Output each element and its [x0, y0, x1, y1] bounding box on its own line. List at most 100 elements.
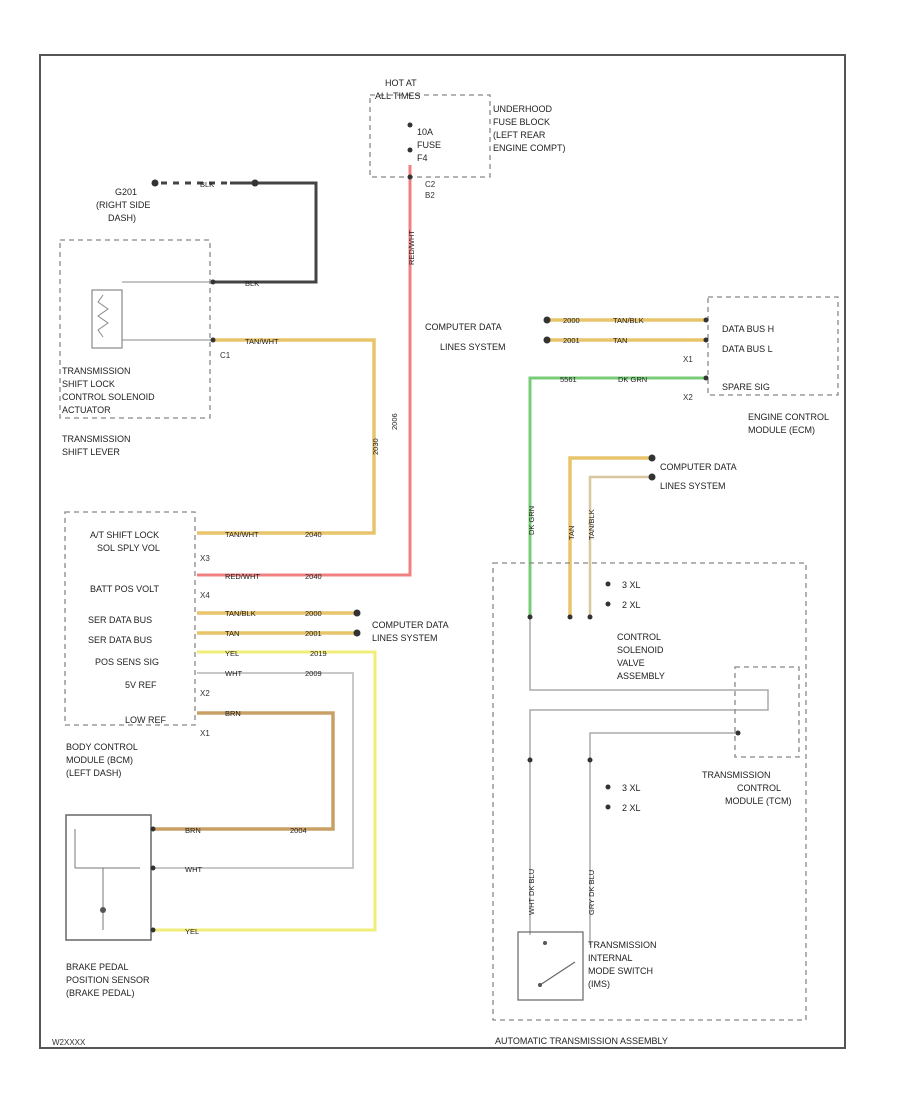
wire-tcm-data-1 — [568, 456, 652, 617]
bcm-pin-3: X3 — [200, 554, 210, 563]
wire-tcm-data-2 — [588, 475, 652, 617]
bcm-pin-8: POS SENS SIG — [95, 657, 159, 667]
brake-3: (BRAKE PEDAL) — [66, 988, 135, 998]
wire-labels: BLK BLK TAN/WHT TAN/WHT 2040 RED/WHT 204… — [185, 180, 647, 936]
wire-brn — [153, 711, 335, 831]
assembly-label: AUTOMATIC TRANSMISSION ASSEMBLY — [495, 1036, 668, 1046]
wire-tan-wht-shift-lock — [197, 338, 376, 535]
wl-tan-bcm: TAN — [225, 629, 239, 638]
bcm-pin-7: SER DATA BUS — [88, 635, 152, 645]
wl-wht-bcm: WHT — [225, 669, 242, 678]
wl-yel-brake: YEL — [185, 927, 199, 936]
tcm-1: TRANSMISSION — [702, 770, 771, 780]
bcm-label-1: BODY CONTROL — [66, 742, 138, 752]
fuse-rating-2: FUSE — [417, 140, 441, 150]
ecm-pin-3: X1 — [683, 355, 693, 364]
wl-gry-dk-blu-v: GRY DK BLU — [587, 870, 596, 915]
tcm-3: MODULE (TCM) — [725, 796, 792, 806]
wl-tan-ecm: TAN — [613, 336, 627, 345]
wl-2030-v: 2030 — [371, 438, 380, 455]
wl-5561: 5561 — [560, 375, 577, 384]
fuse-hot-2: ALL TIMES — [375, 91, 421, 101]
bcm-pin-5: X4 — [200, 591, 210, 600]
fuse-pin-a: C2 — [425, 180, 436, 189]
shift-lever-1: TRANSMISSION — [62, 434, 131, 444]
ims-switch-symbol — [538, 941, 576, 987]
cdl-tcm-2: LINES SYSTEM — [660, 481, 726, 491]
ground-labels: G201 (RIGHT SIDE DASH) — [96, 187, 150, 223]
wl-red-wht: RED/WHT — [225, 572, 260, 581]
valve-3: VALVE — [617, 658, 645, 668]
solenoid-2: SHIFT LOCK — [62, 379, 115, 389]
wire-wht — [153, 672, 354, 869]
ecm-pin-2: DATA BUS L — [722, 344, 773, 354]
ecm-label-1: ENGINE CONTROL — [748, 412, 829, 422]
wl-tan-blk-v: TAN/BLK — [587, 509, 596, 540]
cdl-bcm-2: LINES SYSTEM — [372, 633, 438, 643]
cdl-bcm-1: COMPUTER DATA — [372, 620, 449, 630]
bcm-pin-12: X1 — [200, 729, 210, 738]
ims-2: INTERNAL — [588, 953, 633, 963]
ground-1: G201 — [115, 187, 137, 197]
ecm-labels: DATA BUS H DATA BUS L X1 SPARE SIG X2 EN… — [683, 324, 829, 435]
brake-labels: BRAKE PEDAL POSITION SENSOR (BRAKE PEDAL… — [66, 962, 150, 998]
wl-tan-v: TAN — [567, 526, 576, 540]
valve-1: CONTROL — [617, 632, 661, 642]
ecm-box — [707, 296, 839, 396]
brake-sensor-box — [65, 814, 152, 941]
wire-blk-ground — [155, 181, 318, 284]
wl-blk-1: BLK — [200, 180, 214, 189]
wl-yel-bcm: YEL — [225, 649, 239, 658]
fuse-block-1: UNDERHOOD — [493, 104, 553, 114]
ims-box — [517, 931, 584, 1001]
brake-2: POSITION SENSOR — [66, 975, 150, 985]
fuse-rating-3: F4 — [417, 153, 428, 163]
wl-2001-bcm: 2001 — [305, 629, 322, 638]
wire-red-wht-power — [197, 165, 412, 577]
cdl-ecm-2: LINES SYSTEM — [440, 342, 506, 352]
bcm-label-2: MODULE (BCM) — [66, 755, 133, 765]
fuse-labels: HOT AT ALL TIMES 10A FUSE F4 UNDERHOOD F… — [375, 78, 566, 200]
solenoid-4: ACTUATOR — [62, 405, 111, 415]
ecm-pin-4: SPARE SIG — [722, 382, 770, 392]
wl-tan-wht-1: TAN/WHT — [245, 337, 279, 346]
wl-tan-blk-ecm: TAN/BLK — [613, 316, 644, 325]
wl-brn-brake: BRN — [185, 826, 201, 835]
wire-yel — [153, 650, 377, 932]
wl-wht-brake: WHT — [185, 865, 202, 874]
tcm-lead-1: 3 XL — [622, 783, 641, 793]
wl-2000-ecm: 2000 — [563, 316, 580, 325]
cdl-ecm-1: COMPUTER DATA — [425, 322, 502, 332]
bcm-pin-4: BATT POS VOLT — [90, 584, 160, 594]
wl-2040b: 2040 — [305, 572, 322, 581]
valve-2: SOLENOID — [617, 645, 664, 655]
ecm-label-2: MODULE (ECM) — [748, 425, 815, 435]
solenoid-symbol — [91, 281, 213, 349]
shift-lever-labels: C1 TRANSMISSION SHIFT LOCK CONTROL SOLEN… — [62, 351, 231, 457]
wl-2006-v: 2006 — [390, 413, 399, 430]
shift-conn: C1 — [220, 351, 231, 360]
fuse-block-3: (LEFT REAR — [493, 130, 546, 140]
computer-data-labels: COMPUTER DATA LINES SYSTEM COMPUTER DATA… — [372, 322, 737, 643]
ground-2: (RIGHT SIDE — [96, 200, 150, 210]
wl-2040: 2040 — [305, 530, 322, 539]
ecm-pin-5: X2 — [683, 393, 693, 402]
wl-2001-ecm: 2001 — [563, 336, 580, 345]
bcm-pin-9: 5V REF — [125, 680, 157, 690]
bcm-pin-2: SOL SPLY VOL — [97, 543, 160, 553]
bcm-labels: A/T SHIFT LOCK SOL SPLY VOL X3 BATT POS … — [66, 530, 210, 778]
shift-lever-2: SHIFT LEVER — [62, 447, 120, 457]
ims-3: MODE SWITCH — [588, 966, 653, 976]
bcm-pin-6: SER DATA BUS — [88, 615, 152, 625]
wl-2004: 2004 — [290, 826, 307, 835]
tcm-box — [734, 666, 800, 758]
transmission-assembly-box — [492, 562, 807, 1021]
bcm-pin-1: A/T SHIFT LOCK — [90, 530, 159, 540]
wl-brn-bcm: BRN — [225, 709, 241, 718]
wl-wht-dk-blu-v: WHT DK BLU — [527, 869, 536, 915]
fuse-block-2: FUSE BLOCK — [493, 117, 550, 127]
ims-1: TRANSMISSION — [588, 940, 657, 950]
brake-1: BRAKE PEDAL — [66, 962, 129, 972]
fuse-pin-b: B2 — [425, 191, 435, 200]
